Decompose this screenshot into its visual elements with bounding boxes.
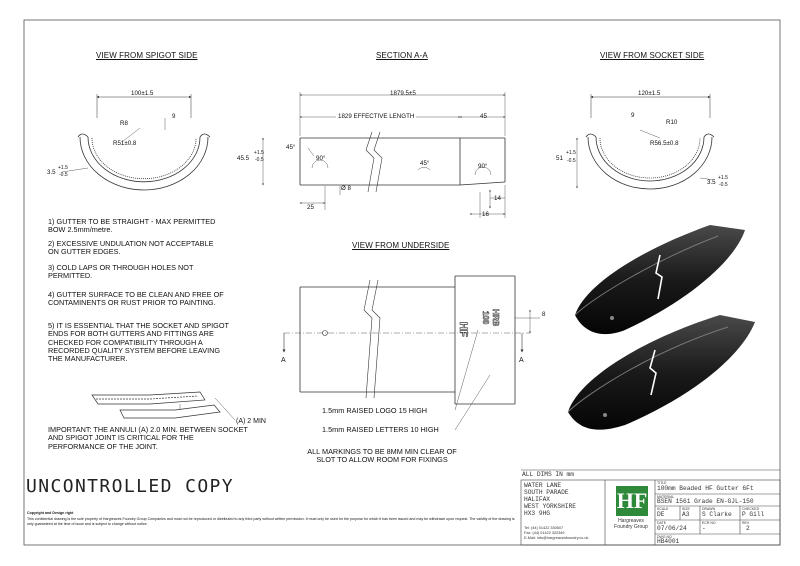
- socket-profile: [576, 94, 716, 190]
- note-5: 5) IT IS ESSENTIAL THAT THE SOCKET AND S…: [48, 321, 229, 364]
- gutter-render-bottom: [567, 315, 755, 430]
- drawing-number: HB4001: [657, 538, 680, 545]
- fax: Fax: (44) 01422 320349: [524, 531, 565, 535]
- hole-diameter-dim: Ø 8: [341, 185, 351, 192]
- effective-length-dim: 1829 EFFECTIVE LENGTH: [336, 113, 417, 121]
- section-marker-left: A: [281, 357, 286, 364]
- drawing-date: 07/06/24: [657, 525, 687, 532]
- section-a-a: [262, 92, 506, 218]
- material-label: MATERIAL: [657, 495, 675, 499]
- dwg-no-label: DWG NO: [657, 535, 672, 539]
- socket-thickness-tol-minus: -0.5: [719, 182, 728, 188]
- drawing-title: 100mm Beaded HF Gutter 6Ft: [657, 485, 754, 492]
- note-3: 3) COLD LAPS OR THROUGH HOLES NOT PERMIT…: [48, 263, 194, 281]
- email: E-Mail: info@hargreavesfoundry.co.uk: [524, 536, 589, 540]
- size-label: SIZE: [682, 507, 690, 511]
- spigot-outer-radius: R8: [120, 120, 128, 127]
- scale-value: DE: [657, 511, 665, 518]
- address-line: HX3 9HG: [524, 510, 550, 517]
- socket-nine-dim: 9: [631, 112, 635, 119]
- raised-letters-line-2: 100: [481, 311, 491, 325]
- logo-height-note: 1.5mm RAISED LOGO 15 HIGH: [322, 406, 428, 415]
- copyright-body: This confidential drawing is the sole pr…: [27, 517, 515, 526]
- telephone: Tel: (44) 01422 330607: [524, 526, 564, 530]
- lip-width-dim: 16: [482, 211, 489, 218]
- drawn-label: DRAWN: [702, 507, 716, 511]
- joint-important-note: IMPORTANT: THE ANNULI (A) 2.0 MIN. BETWE…: [48, 425, 248, 451]
- spigot-inner-radius: R51±0.8: [113, 140, 137, 147]
- section-height-tol-minus: -0.5: [255, 157, 264, 163]
- socket-length-dim: 45: [480, 113, 487, 120]
- checked-label: CHECKED: [742, 507, 760, 511]
- drawn-by: S Clarke: [702, 511, 732, 518]
- title-label: TITLE: [657, 481, 667, 485]
- size-value: A3: [682, 511, 690, 518]
- checked-by: P Gill: [742, 511, 765, 518]
- section-height-dim: 45.5: [237, 155, 250, 162]
- section-marker-right: A: [519, 357, 524, 364]
- ecr-label: ECR NO: [702, 521, 716, 525]
- markings-clearance-note: ALL MARKINGS TO BE 8MM MIN CLEAR OF SLOT…: [307, 447, 457, 465]
- copyright-heading: Copyright and Design right: [27, 511, 74, 515]
- socket-outer-radius: R10: [666, 119, 678, 126]
- joint-detail: [91, 391, 236, 421]
- date-label: DATE: [657, 521, 667, 525]
- edge-angle-d: 90°: [478, 163, 488, 170]
- socket-view-title: VIEW FROM SOCKET SIDE: [600, 51, 705, 60]
- annuli-dim: (A) 2 MIN: [236, 418, 266, 425]
- company-name: Hargreaves Foundry Group: [614, 518, 648, 530]
- raised-logo-mark: HF: [457, 322, 470, 337]
- spigot-profile: [61, 94, 211, 191]
- note-1: 1) GUTTER TO BE STRAIGHT - MAX PERMITTED…: [48, 217, 216, 235]
- socket-thickness-tol-plus: +1.5: [718, 175, 728, 181]
- section-height-tol-plus: +1.5: [254, 150, 264, 156]
- socket-inner-radius: R56.5±0.8: [650, 140, 679, 147]
- spigot-width-dim: 100±1.5: [131, 90, 154, 97]
- spigot-thickness-tol-minus: -0.5: [59, 172, 68, 178]
- company-logo: HF: [616, 486, 648, 516]
- underside-view: [282, 275, 540, 431]
- socket-height-tol-minus: -0.5: [567, 158, 576, 164]
- note-2: 2) EXCESSIVE UNDULATION NOT ACCEPTABLE O…: [48, 239, 214, 257]
- note-4: 4) GUTTER SURFACE TO BE CLEAN AND FREE O…: [48, 290, 224, 308]
- address-line: WATER LANE: [524, 482, 562, 489]
- edge-angle-b: 90°: [316, 155, 326, 162]
- company-address: WATER LANE SOUTH PARADE HALIFAX WEST YOR…: [524, 482, 576, 517]
- logo-clearance-dim: 8: [542, 311, 546, 318]
- socket-thickness-dim: 3.5: [707, 179, 716, 186]
- lip-height-dim: 14: [494, 195, 501, 202]
- spigot-thickness-tol-plus: +1.5: [58, 165, 68, 171]
- spigot-nine-dim: 9: [172, 113, 176, 120]
- letters-height-note: 1.5mm RAISED LETTERS 10 HIGH: [322, 425, 439, 434]
- uncontrolled-copy-stamp: UNCONTROLLED COPY: [26, 476, 235, 497]
- spigot-thickness-dim: 3.5: [47, 169, 56, 176]
- company-contacts: Tel: (44) 01422 330607 Fax: (44) 01422 3…: [524, 526, 588, 541]
- address-line: HALIFAX: [524, 496, 550, 503]
- socket-width-dim: 120±1.5: [638, 90, 661, 97]
- underside-view-title: VIEW FROM UNDERSIDE: [352, 241, 450, 250]
- scale-label: SCALE: [657, 507, 669, 511]
- raised-letters-line-1: HRB: [491, 309, 501, 327]
- edge-angle-a: 45°: [286, 144, 296, 151]
- section-view-title: SECTION A-A: [376, 51, 428, 60]
- gutter-render-top: [574, 225, 745, 335]
- socket-height-tol-plus: +1.5: [566, 150, 576, 156]
- address-line: WEST YORKSHIRE: [524, 503, 576, 510]
- address-line: SOUTH PARADE: [524, 489, 569, 496]
- sheet-border: [23, 19, 781, 546]
- overall-length-dim: 1879.5±5: [390, 90, 416, 97]
- socket-height-dim: 51: [556, 155, 563, 162]
- revision: 2: [746, 525, 750, 532]
- rev-label: REV: [742, 521, 750, 525]
- ecr-value: -: [702, 525, 706, 532]
- edge-angle-c: 45°: [420, 160, 430, 167]
- spigot-view-title: VIEW FROM SPIGOT SIDE: [96, 51, 198, 60]
- material-value: BSEN 1561 Grade EN-GJL-150: [657, 498, 754, 505]
- title-block-grid: [520, 469, 781, 546]
- hole-offset-dim: 25: [307, 204, 314, 211]
- all-dims-note: ALL DIMS IN mm: [522, 471, 574, 478]
